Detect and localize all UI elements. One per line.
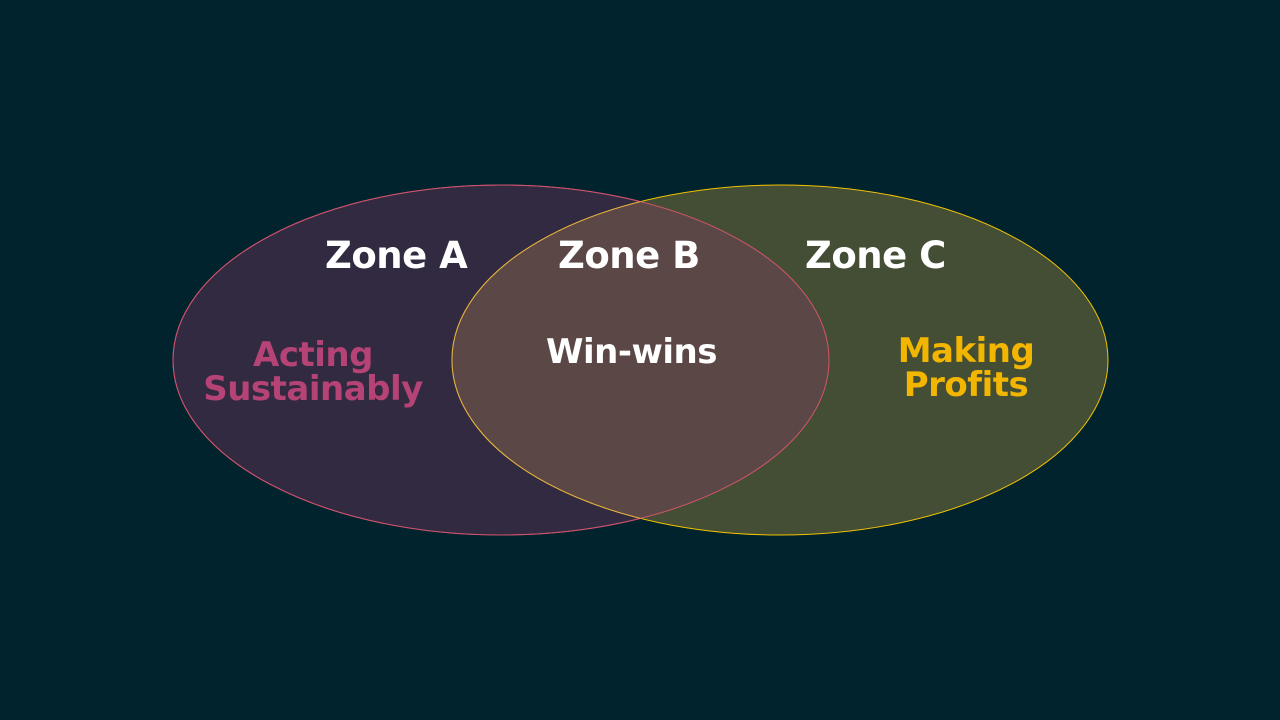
zone-b-label: Zone B — [558, 234, 700, 277]
left-ellipse-outline — [172, 184, 830, 536]
making-profits-label: Making Profits — [895, 334, 1037, 402]
win-wins-label: Win-wins — [546, 332, 717, 372]
zone-a-label: Zone A — [325, 234, 468, 277]
making-line: Making — [897, 331, 1035, 371]
profits-line: Profits — [903, 365, 1029, 405]
overlap-region — [452, 185, 829, 535]
zone-c-label: Zone C — [805, 234, 946, 277]
right-ellipse-outline — [451, 185, 829, 535]
acting-line: Acting — [253, 335, 373, 375]
sustainably-line: Sustainably — [203, 369, 423, 409]
acting-sustainably-label: Acting Sustainably — [200, 338, 426, 406]
